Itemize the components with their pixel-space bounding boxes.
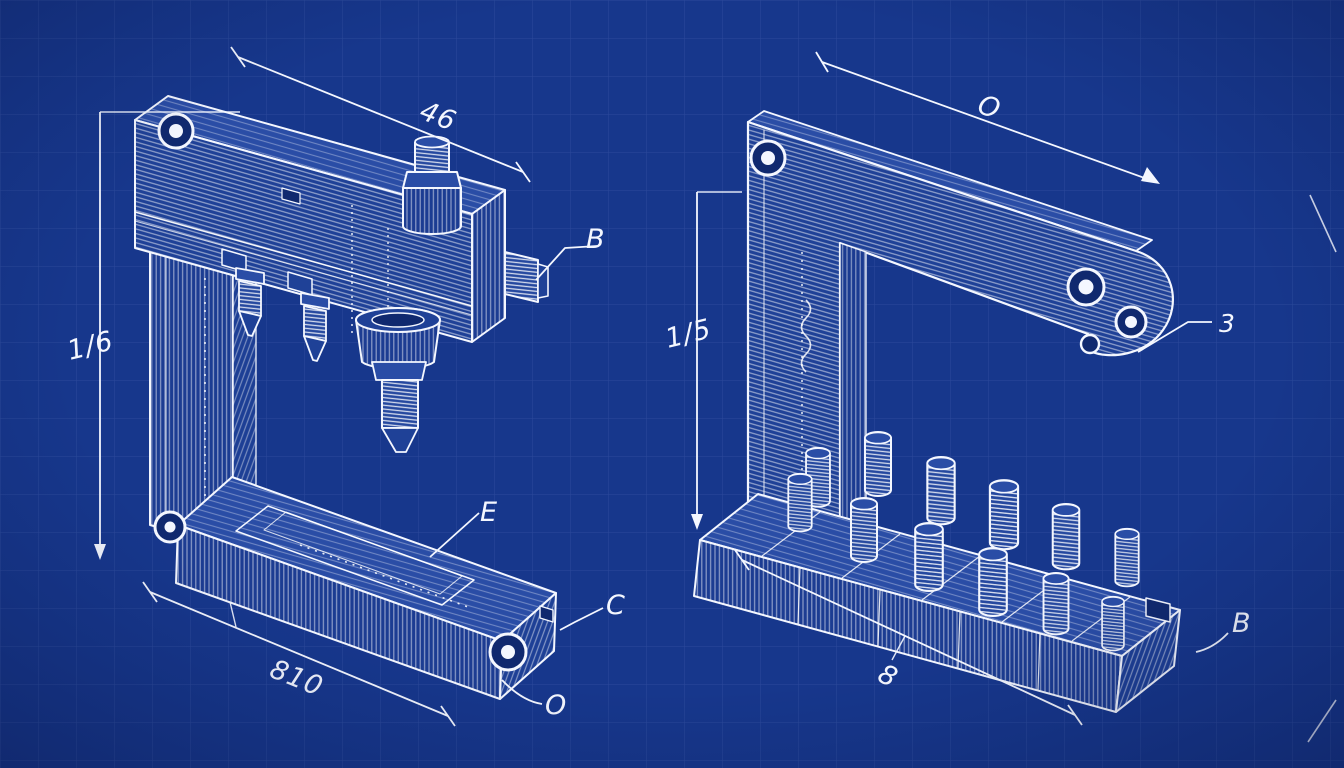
- blueprint-drawing: 46 1/6 810 B E C O: [0, 0, 1344, 768]
- vignette-overlay: [0, 0, 1344, 768]
- blueprint-canvas: 46 1/6 810 B E C O: [0, 0, 1344, 768]
